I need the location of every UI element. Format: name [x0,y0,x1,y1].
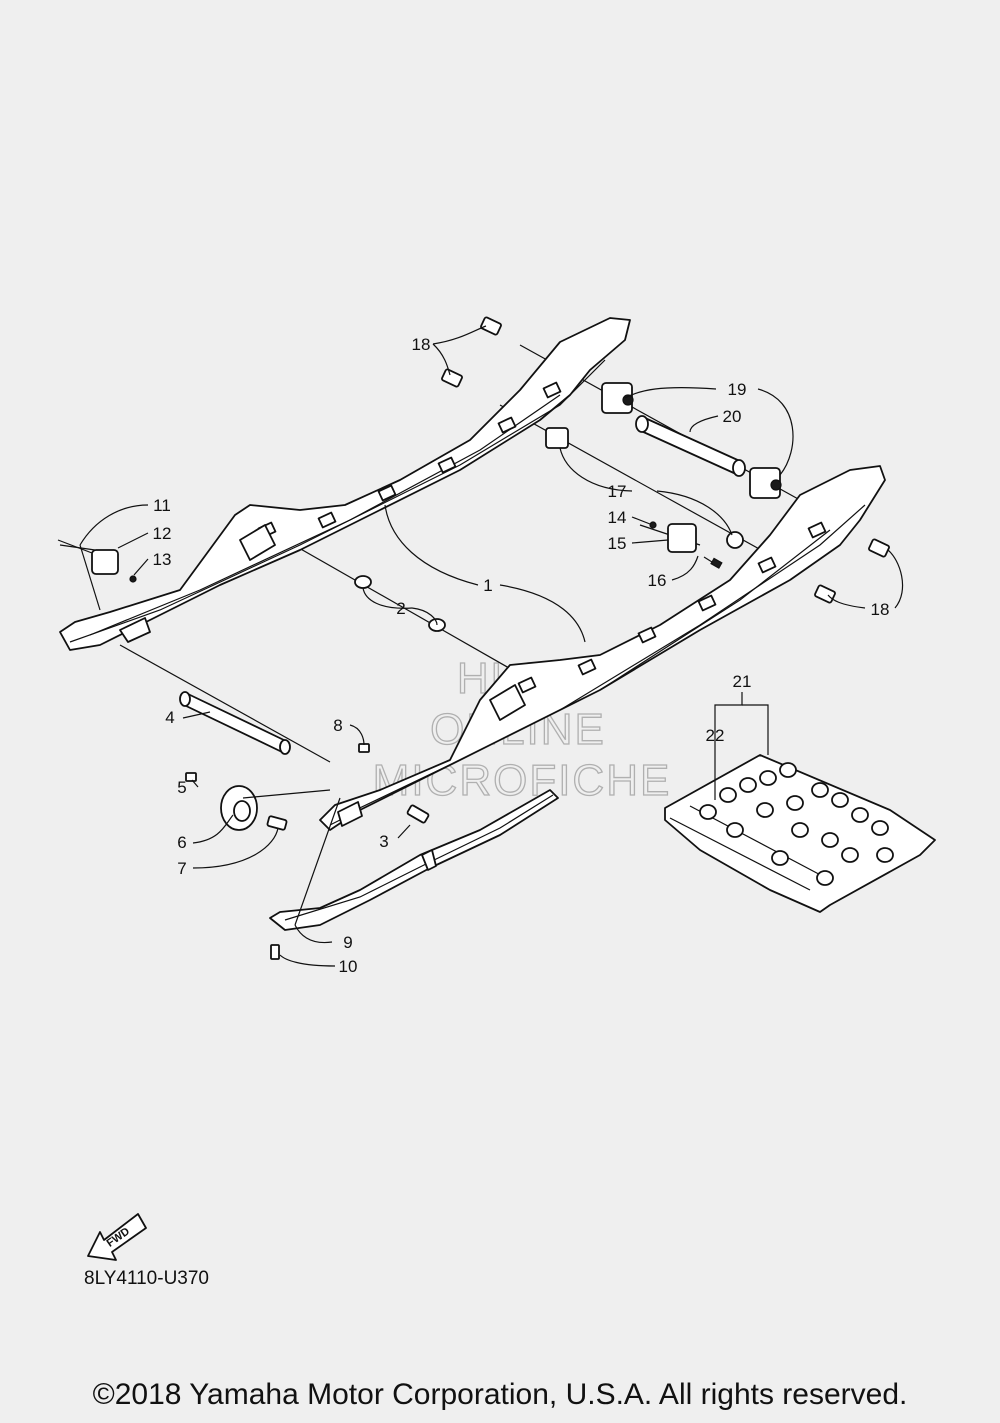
watermark-line-3: MICROFICHE [373,756,672,805]
leader-lines [79,325,904,967]
stopper-block-12 [91,549,119,575]
copyright-notice: ©2018 Yamaha Motor Corporation, U.S.A. A… [92,1378,908,1411]
callout-12: 12 [153,524,172,543]
callout-15: 15 [608,534,627,553]
screw-10 [270,944,280,960]
callout-10: 10 [339,957,358,976]
clip-8 [358,743,370,753]
callouts: 1 2 3 4 5 6 7 8 9 10 11 12 13 14 15 16 1… [153,335,890,976]
callout-19: 19 [728,380,747,399]
callout-18-right: 18 [871,600,890,619]
callout-21: 21 [733,672,752,691]
callout-6: 6 [177,833,186,852]
callout-8: 8 [333,716,342,735]
track-belt-21 [664,754,936,913]
callout-22: 22 [706,726,725,745]
bolt-3 [406,804,430,824]
callout-17: 17 [608,482,627,501]
rear-axle-shaft [635,415,746,477]
callout-13: 13 [153,550,172,569]
bolts-18 [441,316,890,604]
slider-strip [269,789,559,931]
stopper-block-15 [667,523,697,553]
callout-16: 16 [648,571,667,590]
front-axle-shaft [179,691,291,755]
forward-direction-badge: FWD [87,1213,147,1261]
callout-4: 4 [165,708,174,727]
callout-18-top: 18 [412,335,431,354]
callout-1: 1 [483,576,492,595]
callout-11: 11 [153,496,171,515]
right-slide-rail [319,465,886,831]
collar-17 [545,427,744,549]
callout-7: 7 [177,859,186,878]
idler-wheel-6 [185,772,288,831]
callout-20: 20 [723,407,742,426]
track-cleats-22 [699,762,894,886]
callout-2: 2 [396,599,405,618]
callout-9: 9 [343,933,352,952]
left-slide-rail [59,317,631,651]
diagram-code: 8LY4110-U370 [84,1268,210,1289]
callout-5: 5 [177,778,186,797]
washer-2-a [354,575,372,589]
callout-3: 3 [379,832,388,851]
callout-14: 14 [608,508,627,527]
